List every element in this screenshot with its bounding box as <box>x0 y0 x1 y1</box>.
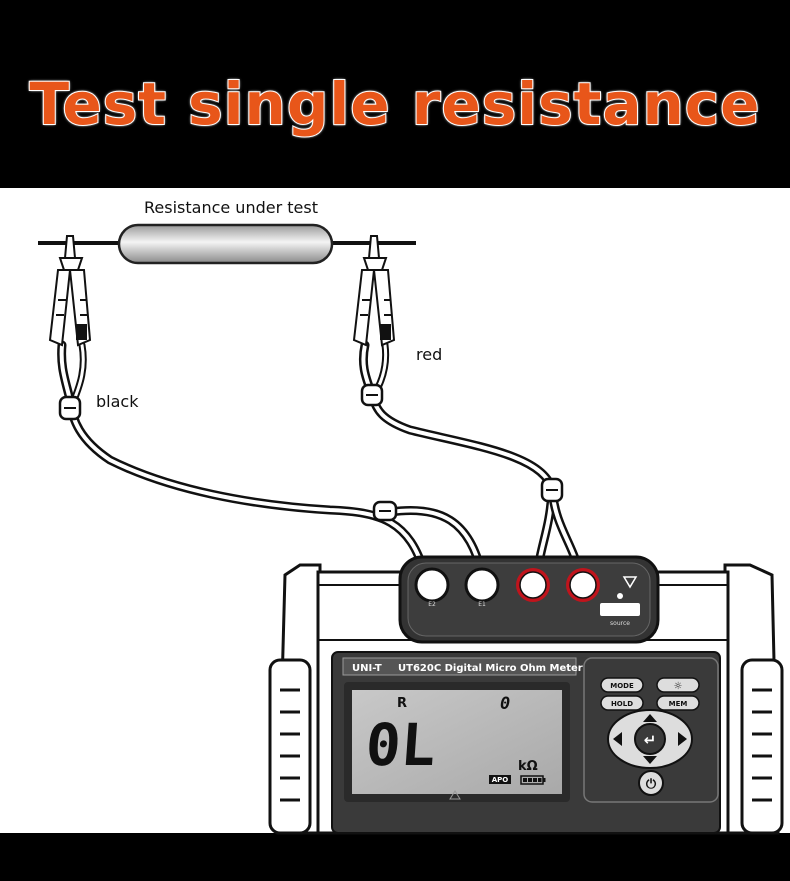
arrow-up-icon <box>643 714 657 722</box>
terminal-red-2[interactable] <box>566 568 600 602</box>
mem-button-label: MEM <box>669 700 688 708</box>
brand-logo: UNI-T <box>352 663 382 674</box>
terminal-red-1[interactable] <box>516 568 550 602</box>
power-icon: ⏻ <box>646 777 657 792</box>
lcd-display: R 0 0L kΩ APO <box>344 682 570 802</box>
black-lead-label: black <box>96 392 139 411</box>
source-port-label: source <box>610 620 630 627</box>
terminal-e1-label: E1 <box>478 601 486 608</box>
hold-button[interactable]: HOLD <box>600 695 644 711</box>
battery-icon <box>520 775 546 785</box>
mem-button[interactable]: MEM <box>656 695 700 711</box>
arrow-right-icon <box>678 732 687 746</box>
resistor-label: Resistance under test <box>144 198 318 217</box>
terminal-e2-label: E2 <box>428 601 436 608</box>
power-button[interactable]: ⏻ <box>638 770 664 796</box>
model-name: UT620C Digital Micro Ohm Meter <box>398 663 583 674</box>
source-port[interactable]: source <box>600 593 640 627</box>
bottom-bar <box>0 833 790 881</box>
lcd-mode-indicator: R <box>397 696 407 711</box>
enter-button[interactable]: ↵ <box>634 723 666 755</box>
red-kelvin-clip <box>352 235 396 347</box>
arrow-down-icon <box>643 756 657 764</box>
lcd-index: 0 <box>500 694 510 714</box>
lcd-reading: 0L <box>364 711 439 779</box>
backlight-button[interactable]: ☼ <box>656 677 700 693</box>
lcd-unit: kΩ <box>518 759 538 774</box>
warning-triangle-icon <box>622 576 638 589</box>
resistor-under-test <box>38 223 416 265</box>
terminal-e2[interactable]: E2 <box>414 567 450 608</box>
page-title: Test single resistance <box>29 69 761 139</box>
terminal-e1[interactable]: E1 <box>464 567 500 608</box>
black-cable <box>57 340 487 580</box>
arrow-left-icon <box>613 732 622 746</box>
enter-icon: ↵ <box>644 731 657 749</box>
mode-button-label: MODE <box>610 682 634 690</box>
sun-icon: ☼ <box>674 681 683 692</box>
model-strip: UNI-T UT620C Digital Micro Ohm Meter <box>342 657 583 676</box>
black-kelvin-clip <box>48 235 92 347</box>
mode-button[interactable]: MODE <box>600 677 644 693</box>
red-lead-label: red <box>416 345 442 364</box>
red-splitter <box>360 383 564 503</box>
lcd-apo-indicator: APO <box>492 776 509 784</box>
black-splitter <box>58 395 398 522</box>
hold-button-label: HOLD <box>611 700 633 708</box>
top-banner <box>0 0 790 188</box>
